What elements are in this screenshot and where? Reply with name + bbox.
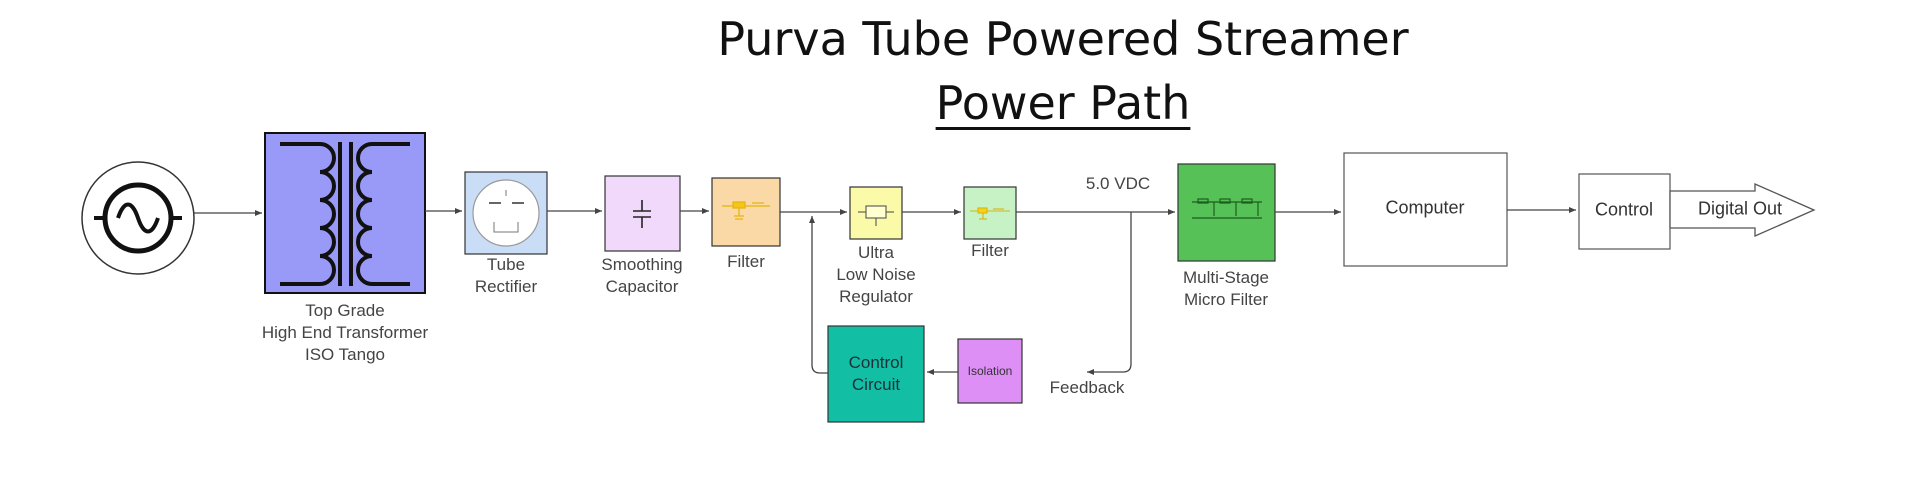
- filter-icon: [970, 207, 1010, 220]
- ac-source-icon: [81, 161, 195, 275]
- computer-block: [1343, 152, 1508, 267]
- control-block: [1578, 173, 1671, 250]
- smoothing-capacitor-block: [604, 175, 681, 252]
- control-circuit-block: [827, 325, 925, 423]
- regulator-label: Ultra Low Noise Regulator: [836, 243, 916, 306]
- filter-icon: [722, 201, 770, 220]
- computer-label: Computer: [1385, 197, 1465, 218]
- filter-2-label: Filter: [971, 241, 1009, 260]
- filter-2-block: [963, 186, 1017, 240]
- feedback-line: [1087, 212, 1132, 375]
- page-subtitle: Power Path: [935, 76, 1191, 130]
- micro-filter-label: Multi-Stage Micro Filter: [1183, 268, 1269, 309]
- micro-filter-block: [1177, 163, 1276, 262]
- transformer-block: [264, 132, 426, 294]
- transformer-icon: [280, 142, 410, 286]
- filter-1-block: [711, 177, 781, 247]
- control-label: Control: [1594, 199, 1654, 220]
- smoothing-capacitor-label: Smoothing Capacitor: [601, 255, 683, 296]
- digital-out-label: Digital Out: [1697, 198, 1783, 219]
- control-circuit-label: Control Circuit: [848, 353, 904, 394]
- page-title: Purva Tube Powered Streamer: [717, 12, 1409, 66]
- capacitor-icon: [633, 200, 651, 228]
- regulator-icon: [858, 205, 894, 226]
- digital-out-arrow: [1669, 183, 1816, 237]
- transformer-label: Top Grade High End Transformer ISO Tango: [261, 301, 429, 364]
- micro-filter-icon: [1192, 198, 1262, 219]
- control-return-line: [809, 216, 828, 374]
- tube-rectifier-label: Tube Rectifier: [474, 255, 538, 296]
- tube-rectifier-block: [464, 171, 548, 255]
- isolation-label: Isolation: [967, 364, 1013, 378]
- tube-icon: [472, 179, 540, 247]
- isolation-block: [957, 338, 1023, 404]
- voltage-label: 5.0 VDC: [1085, 174, 1151, 193]
- regulator-block: [849, 186, 903, 240]
- filter-1-label: Filter: [727, 252, 765, 271]
- feedback-label: Feedback: [1049, 378, 1125, 397]
